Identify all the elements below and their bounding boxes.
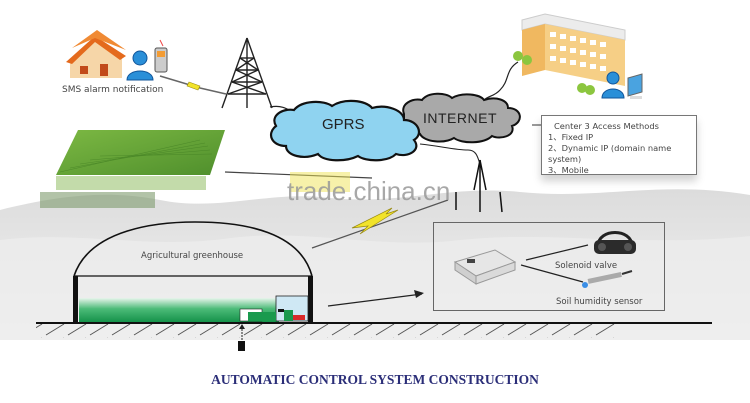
- solenoid-valve-icon: [594, 231, 636, 254]
- soil-humidity-sensor-label: Soil humidity sensor: [556, 297, 643, 307]
- access-method-item: 1、Fixed IP: [548, 132, 594, 142]
- internet-cloud: [400, 92, 521, 144]
- sms-link-line: [159, 75, 227, 95]
- farm-field-image: [40, 130, 225, 208]
- access-methods-title: Center 3 Access Methods: [554, 121, 659, 131]
- greenhouse-label: Agricultural greenhouse: [141, 251, 244, 261]
- house-icon: [66, 30, 126, 78]
- access-method-item: 3、Mobile: [548, 165, 589, 175]
- access-methods-box: Center 3 Access Methods 1、Fixed IP 2、Dyn…: [541, 115, 697, 175]
- solenoid-valve-label: Solenoid valve: [555, 261, 618, 271]
- access-method-item: 2、Dynamic IP (domain name system): [548, 143, 672, 164]
- mobile-phone-icon: [154, 39, 168, 73]
- cell-tower-icon: [221, 37, 273, 109]
- watermark-text: trade.china.cn: [287, 176, 451, 206]
- building-icon: [513, 13, 626, 95]
- soil-humidity-sensor-icon: [582, 270, 633, 288]
- ground-line: [36, 322, 712, 324]
- sms-alarm-label: SMS alarm notification: [62, 85, 164, 95]
- greenhouse: [73, 221, 313, 351]
- gprs-label: GPRS: [322, 116, 365, 133]
- antenna-icon: [455, 159, 503, 213]
- operator-user-icon: [601, 71, 625, 99]
- wireless-lightning-icon: [351, 207, 399, 235]
- lightning-icon: [186, 81, 201, 91]
- controller-device-icon: [453, 249, 517, 285]
- computer-icon: [627, 73, 643, 99]
- device-panel: [433, 222, 665, 311]
- diagram-title: AUTOMATIC CONTROL SYSTEM CONSTRUCTION: [211, 372, 539, 387]
- internet-label: INTERNET: [423, 110, 497, 126]
- user-icon: [126, 50, 154, 81]
- gprs-cloud: [269, 99, 421, 162]
